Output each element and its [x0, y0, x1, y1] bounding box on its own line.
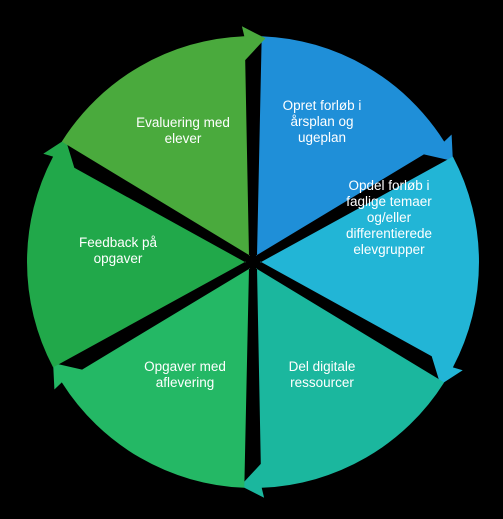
segment-label-line: Evaluering med [136, 115, 230, 130]
segment-label-line: elever [165, 131, 202, 146]
segment-label-line: ressourcer [290, 375, 354, 390]
segment-label-line: og/eller [367, 210, 412, 225]
segment-label-line: aflevering [156, 375, 215, 390]
segment-feedback [27, 139, 246, 368]
segment-label-line: opgaver [94, 251, 143, 266]
segment-label-line: faglige temaer [346, 194, 432, 209]
segment-label-line: ugeplan [298, 130, 346, 145]
segment-label-line: årsplan og [290, 114, 353, 129]
segment-label-line: elevgrupper [353, 242, 425, 257]
segment-label-line: Del digitale [289, 359, 356, 374]
segment-del [240, 268, 445, 498]
segment-opdel [260, 156, 479, 385]
segment-label-line: Feedback på [79, 235, 158, 250]
segment-opgaver [53, 268, 250, 488]
segment-label-line: differentierede [346, 226, 432, 241]
segment-label-line: Opgaver med [144, 359, 226, 374]
segment-label-line: Opret forløb i [283, 98, 362, 113]
segment-evaluering [61, 26, 266, 256]
segment-label-line: Opdel forløb i [348, 178, 429, 193]
segment-opret [256, 36, 453, 257]
